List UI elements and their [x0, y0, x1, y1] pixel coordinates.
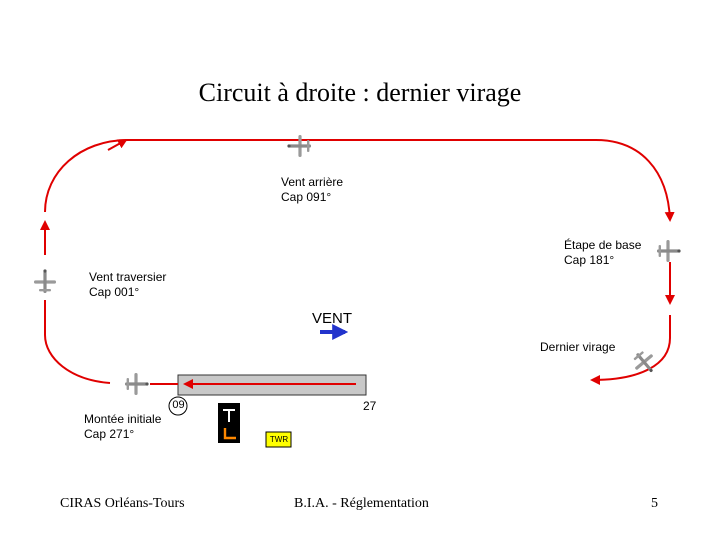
- crosswind-name: Vent traversier: [89, 270, 167, 284]
- base-heading: Cap 181°: [564, 253, 615, 267]
- initial-climb-label: Montée initiale Cap 271°: [84, 412, 161, 442]
- landing-t-indicator: [218, 403, 240, 443]
- runway-threshold-09: 09: [172, 399, 185, 411]
- downwind-label: Vent arrière Cap 091°: [281, 175, 343, 205]
- crosswind-label: Vent traversier Cap 001°: [89, 270, 166, 300]
- runway-09-marker: [168, 396, 188, 416]
- footer-left: CIRAS Orléans-Tours: [60, 496, 185, 511]
- tower-label: TWR: [269, 435, 289, 444]
- circuit-corner-arrow: [107, 139, 128, 151]
- initial-climb-heading: Cap 271°: [84, 427, 135, 441]
- downwind-name: Vent arrière: [281, 175, 344, 189]
- circuit-crosswind-lower: [44, 300, 111, 384]
- footer-page-number: 5: [651, 496, 658, 511]
- landing-t-shape: [223, 409, 235, 422]
- page-title: Circuit à droite : dernier virage: [198, 78, 522, 107]
- circuit-final-turn: [590, 315, 671, 385]
- aircraft-downwind-icon: [287, 135, 311, 157]
- footer-center: B.I.A. - Réglementation: [294, 496, 429, 511]
- final-turn-label: Dernier virage: [540, 340, 616, 354]
- runway-threshold-27: 27: [363, 399, 377, 413]
- base-name: Étape de base: [564, 238, 642, 252]
- crosswind-heading: Cap 001°: [89, 285, 140, 299]
- aircraft-climb-icon: [125, 373, 149, 395]
- downwind-heading: Cap 091°: [281, 190, 332, 204]
- base-label: Étape de base Cap 181°: [564, 238, 641, 268]
- tower-box: [265, 431, 292, 448]
- wind-label: VENT: [312, 310, 353, 327]
- aircraft-crosswind-icon: [34, 269, 56, 293]
- aircraft-base-icon: [657, 240, 681, 262]
- initial-climb-name: Montée initiale: [84, 412, 162, 426]
- landing-l-arrow: [223, 428, 236, 440]
- circuit-downwind-leg: [44, 139, 675, 222]
- aircraft-final-turn-icon: [628, 346, 661, 379]
